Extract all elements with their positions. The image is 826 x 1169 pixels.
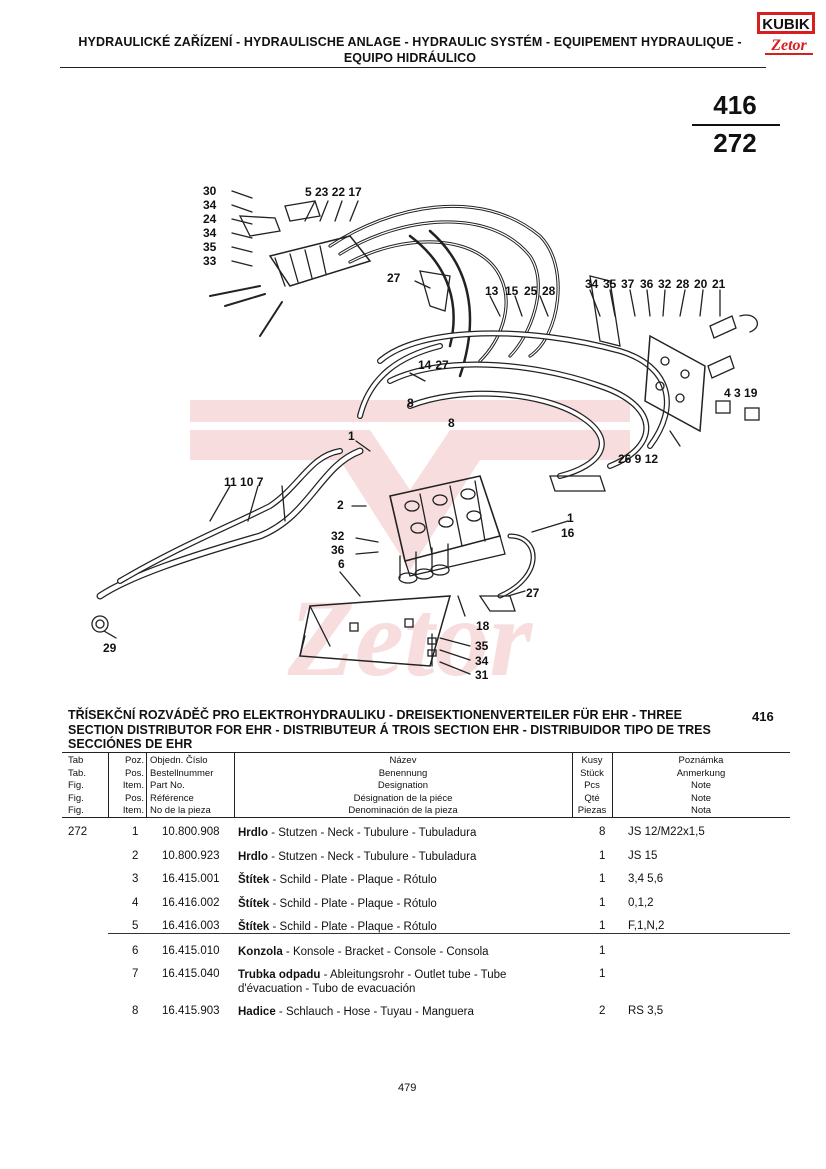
callout-24: 24	[203, 212, 217, 226]
callout-2: 2	[337, 498, 344, 512]
page-header: HYDRAULICKÉ ZAŘÍZENÍ - HYDRAULISCHE ANLA…	[60, 34, 760, 66]
table-row: 6 16.415.010 Konzola - Konsole - Bracket…	[132, 945, 606, 958]
table-row: 7 16.415.040 Trubka odpadu - Ableitungsr…	[132, 968, 606, 995]
table-row: 8 16.415.903 Hadice - Schlauch - Hose - …	[132, 1005, 664, 1018]
callout-25: 25	[524, 284, 538, 298]
table-row: 3 16.415.001 Štítek - Schild - Plate - P…	[132, 873, 664, 886]
callout-34: 34	[203, 226, 217, 240]
table-row: 2 10.800.923 Hrdlo - Stutzen - Neck - Tu…	[132, 850, 658, 863]
callout-21: 21	[712, 277, 726, 291]
callout-27: 27	[387, 271, 401, 285]
callout-5-23-22-17: 5 23 22 17	[305, 185, 362, 199]
callout-35: 35	[475, 639, 489, 653]
callout-27: 27	[526, 586, 540, 600]
section-title-line-1: TŘÍSEKČNÍ ROZVÁDĚČ PRO ELEKTROHYDRAULIKU…	[68, 708, 682, 722]
column-divider	[572, 753, 573, 817]
callout-36: 36	[640, 277, 654, 291]
callout-28: 28	[542, 284, 556, 298]
table-row: 1 10.800.908 Hrdlo - Stutzen - Neck - Tu…	[132, 826, 705, 839]
table-row: 4 16.416.002 Štítek - Schild - Plate - P…	[132, 897, 654, 910]
callout-8: 8	[407, 396, 414, 410]
watermark-text: Zetor	[287, 577, 534, 699]
callout-36: 36	[331, 543, 345, 557]
callout-35: 35	[603, 277, 617, 291]
section-number: 416	[752, 709, 774, 724]
header-pos: Poz.Pos.Item.Pos.Item.	[122, 755, 144, 816]
callout-11-10-7: 11 10 7	[224, 475, 264, 489]
header-line-1: HYDRAULICKÉ ZAŘÍZENÍ - HYDRAULISCHE ANLA…	[78, 35, 742, 49]
column-divider	[612, 753, 613, 817]
callout-20: 20	[694, 277, 708, 291]
callout-4-3-19: 4 3 19	[724, 386, 758, 400]
callout-34: 34	[585, 277, 599, 291]
callout-29: 29	[103, 641, 117, 655]
callout-35: 35	[203, 240, 217, 254]
callout-34: 34	[475, 654, 489, 668]
callout-31: 31	[475, 668, 489, 682]
callout-26-9-12: 26 9 12	[618, 452, 658, 466]
section-title-line-3: SECCIÓNES DE EHR	[68, 737, 193, 751]
table-number-bottom: 272	[713, 128, 757, 158]
kubik-zetor-logo: KUBIK Zetor	[757, 12, 815, 55]
callout-30: 30	[203, 184, 217, 198]
callout-32: 32	[331, 529, 345, 543]
callout-34: 34	[203, 198, 217, 212]
callout-37: 37	[621, 277, 635, 291]
header-rule	[60, 67, 766, 68]
tab-cell: 272	[68, 826, 88, 838]
callout-32: 32	[658, 277, 672, 291]
callout-1: 1	[567, 511, 574, 525]
section-title-line-2: SECTION DISTRIBUTOR FOR EHR - DISTRIBUTE…	[68, 722, 711, 737]
column-divider	[234, 753, 235, 817]
callout-16: 16	[561, 526, 575, 540]
logo-brand-text: KUBIK	[762, 16, 810, 33]
header-line-2: EQUIPO HIDRÁULICO	[343, 51, 477, 65]
column-divider	[146, 753, 147, 817]
table-row: 5 16.416.003 Štítek - Schild - Plate - P…	[132, 920, 665, 933]
row-separator	[108, 933, 790, 934]
callout-8: 8	[448, 416, 455, 430]
column-divider	[108, 753, 109, 817]
exploded-parts-diagram: 30 34 24 34 35 33 5 23 22 17 27 13 15 25…	[91, 184, 760, 682]
callout-13: 13	[485, 284, 499, 298]
callout-18: 18	[476, 619, 490, 633]
section-title: TŘÍSEKČNÍ ROZVÁDĚČ PRO ELEKTROHYDRAULIKU…	[68, 708, 718, 752]
watermark: Zetor	[190, 400, 630, 699]
callout-6: 6	[338, 557, 345, 571]
callout-33: 33	[203, 254, 217, 268]
callout-15: 15	[505, 284, 519, 298]
callout-1: 1	[348, 429, 355, 443]
callout-28: 28	[676, 277, 690, 291]
logo-sub-text: Zetor	[770, 37, 807, 54]
page-number: 479	[398, 1082, 417, 1094]
table-number-rule	[692, 124, 780, 126]
table-number-top: 416	[713, 90, 757, 120]
